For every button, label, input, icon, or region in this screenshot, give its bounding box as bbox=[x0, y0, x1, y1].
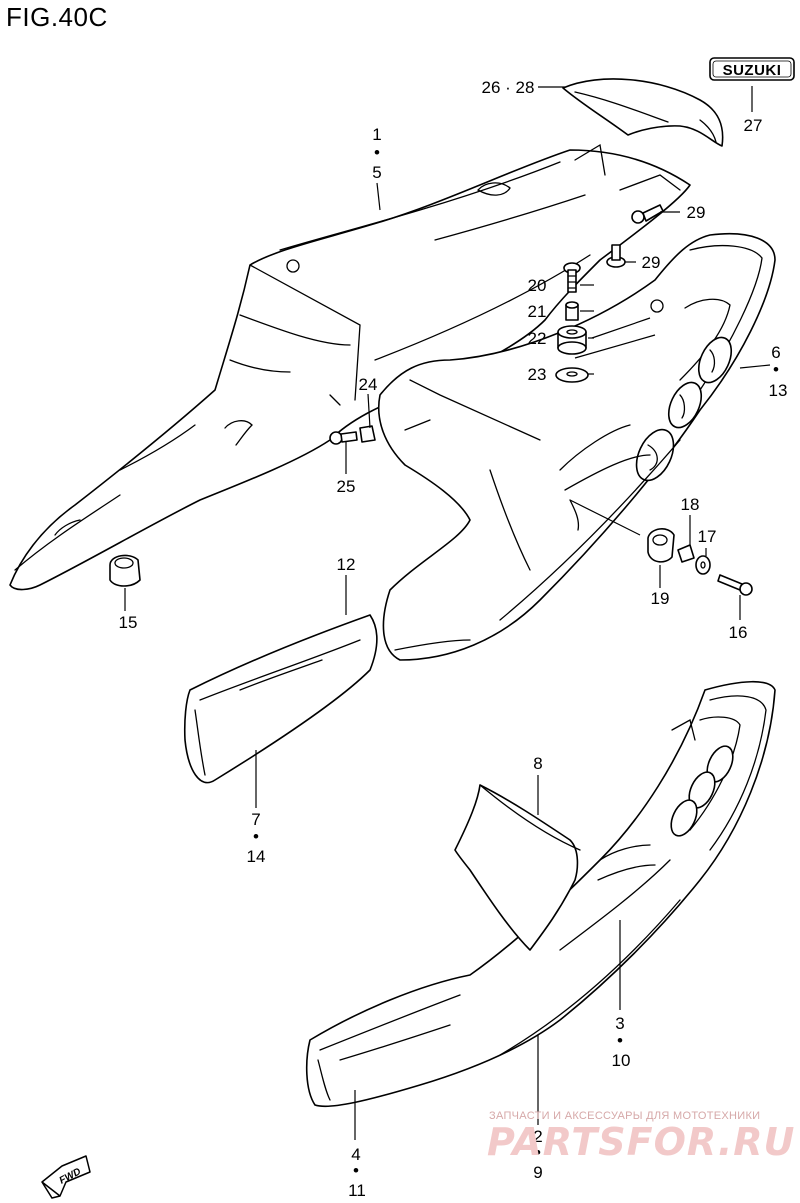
callout-23: 23 bbox=[528, 365, 547, 384]
callout-12: 12 bbox=[337, 555, 356, 574]
callout-dot: • bbox=[773, 360, 779, 379]
suzuki-logo-text: SUZUKI bbox=[723, 62, 782, 79]
callout-dot: • bbox=[535, 1143, 541, 1162]
callout-11: 11 bbox=[348, 1181, 366, 1200]
callout-29-upper: 29 bbox=[687, 203, 706, 222]
callout-6: 6 bbox=[771, 343, 780, 362]
callout-29-lower: 29 bbox=[642, 253, 661, 272]
frame-cover-right-lower-part bbox=[305, 680, 776, 1108]
callout-21: 21 bbox=[528, 302, 547, 321]
callout-18: 18 bbox=[681, 495, 700, 514]
callout-1: 1 bbox=[372, 125, 381, 144]
fwd-arrow-icon: FWD bbox=[41, 1155, 91, 1199]
washer-23-part bbox=[555, 367, 589, 383]
callout-8: 8 bbox=[533, 754, 542, 773]
collar-21-part bbox=[565, 301, 579, 321]
callout-24: 24 bbox=[359, 375, 378, 394]
callout-dot: • bbox=[374, 143, 380, 162]
callout-16: 16 bbox=[729, 623, 748, 642]
callout-9: 9 bbox=[533, 1163, 542, 1182]
callout-27: 27 bbox=[744, 116, 763, 135]
grommet-22-part bbox=[557, 325, 587, 355]
screw-16-part bbox=[717, 574, 753, 596]
callout-22: 22 bbox=[528, 329, 547, 348]
callout-26-28: 26 · 28 bbox=[482, 78, 535, 97]
side-cover-left-upper-part bbox=[183, 614, 378, 784]
callout-7: 7 bbox=[251, 810, 260, 829]
callout-20: 20 bbox=[528, 276, 547, 295]
callout-15: 15 bbox=[119, 613, 138, 632]
callout-10: 10 bbox=[612, 1051, 631, 1070]
frame-cover-right-upper-part bbox=[378, 232, 776, 661]
callout-dot: • bbox=[253, 827, 259, 846]
grommet-15-part bbox=[109, 554, 141, 587]
watermark-brand: PARTSFOR.RU bbox=[487, 1120, 796, 1164]
callout-17: 17 bbox=[698, 527, 717, 546]
washer-17-part bbox=[695, 555, 711, 575]
callout-13: 13 bbox=[769, 381, 788, 400]
callout-25: 25 bbox=[337, 477, 356, 496]
callout-2: 2 bbox=[533, 1127, 542, 1146]
callout-labels: 1 • 5 26 · 28 27 29 29 20 21 22 23 24 25… bbox=[119, 78, 788, 1200]
callout-3: 3 bbox=[615, 1014, 624, 1033]
screw-29-upper-part bbox=[631, 204, 664, 224]
leader-lines bbox=[124, 86, 771, 1140]
callout-dot: • bbox=[617, 1031, 623, 1050]
bolt-20-part bbox=[563, 262, 581, 293]
suzuki-emblem: SUZUKI bbox=[709, 57, 795, 81]
callout-dot: • bbox=[353, 1161, 359, 1180]
callout-5: 5 bbox=[372, 163, 381, 182]
callout-19: 19 bbox=[651, 589, 670, 608]
figure-title: FIG.40C bbox=[6, 2, 108, 32]
collar-18-part bbox=[677, 544, 695, 563]
callout-14: 14 bbox=[247, 847, 266, 866]
clip-24-part bbox=[359, 425, 376, 443]
screw-25-part bbox=[329, 431, 358, 445]
grommet-19-part bbox=[647, 528, 675, 563]
watermark-tagline: ЗАПЧАСТИ И АКСЕССУАРЫ ДЛЯ МОТОТЕХНИКИ bbox=[489, 1110, 761, 1122]
seat-tail-cover-part bbox=[9, 143, 691, 591]
callout-4: 4 bbox=[351, 1145, 360, 1164]
seat-cowl-part bbox=[562, 78, 724, 147]
